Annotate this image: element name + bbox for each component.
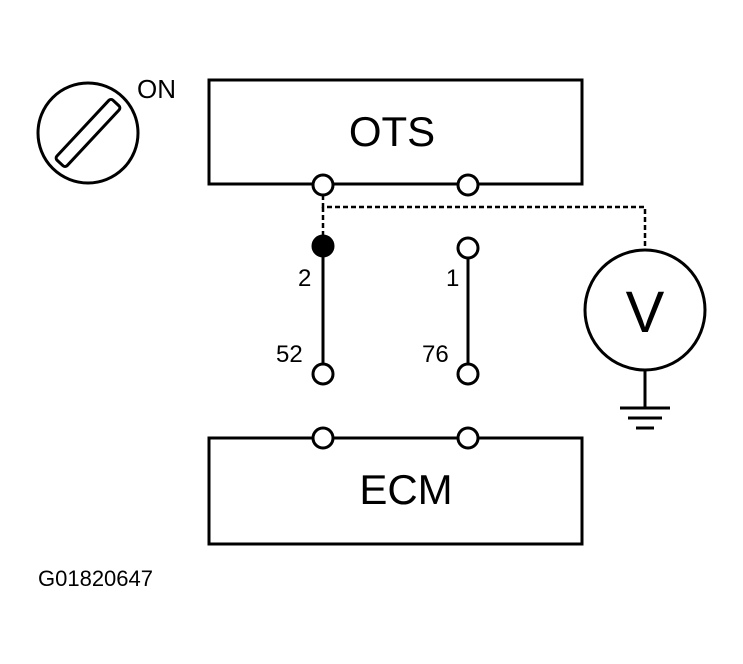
- ots-terminal-right: [456, 173, 480, 197]
- connector-pin-52: [311, 362, 335, 386]
- connector-pin-1: [456, 236, 480, 260]
- figure-code: G01820647: [38, 566, 153, 591]
- ecm-box: [207, 436, 584, 546]
- ecm-terminal-right: [456, 426, 480, 450]
- ecm-terminal-left: [311, 426, 335, 450]
- pin-label-1: 1: [446, 265, 459, 292]
- ots-label: OTS: [349, 108, 435, 155]
- pin-label-2: 2: [298, 265, 311, 292]
- connector-pin-76: [456, 362, 480, 386]
- ground-icon: [620, 406, 670, 430]
- connector-pin-2: [311, 234, 335, 258]
- ignition-state-label: ON: [137, 74, 176, 104]
- pin-label-52: 52: [276, 341, 303, 368]
- ignition-switch-icon: [36, 81, 140, 185]
- pin-label-76: 76: [422, 341, 449, 368]
- ecm-label: ECM: [359, 466, 452, 513]
- ots-terminal-left: [311, 173, 335, 197]
- ots-box: [207, 78, 584, 186]
- probe-wire: [321, 195, 647, 248]
- voltmeter-symbol: V: [626, 280, 665, 345]
